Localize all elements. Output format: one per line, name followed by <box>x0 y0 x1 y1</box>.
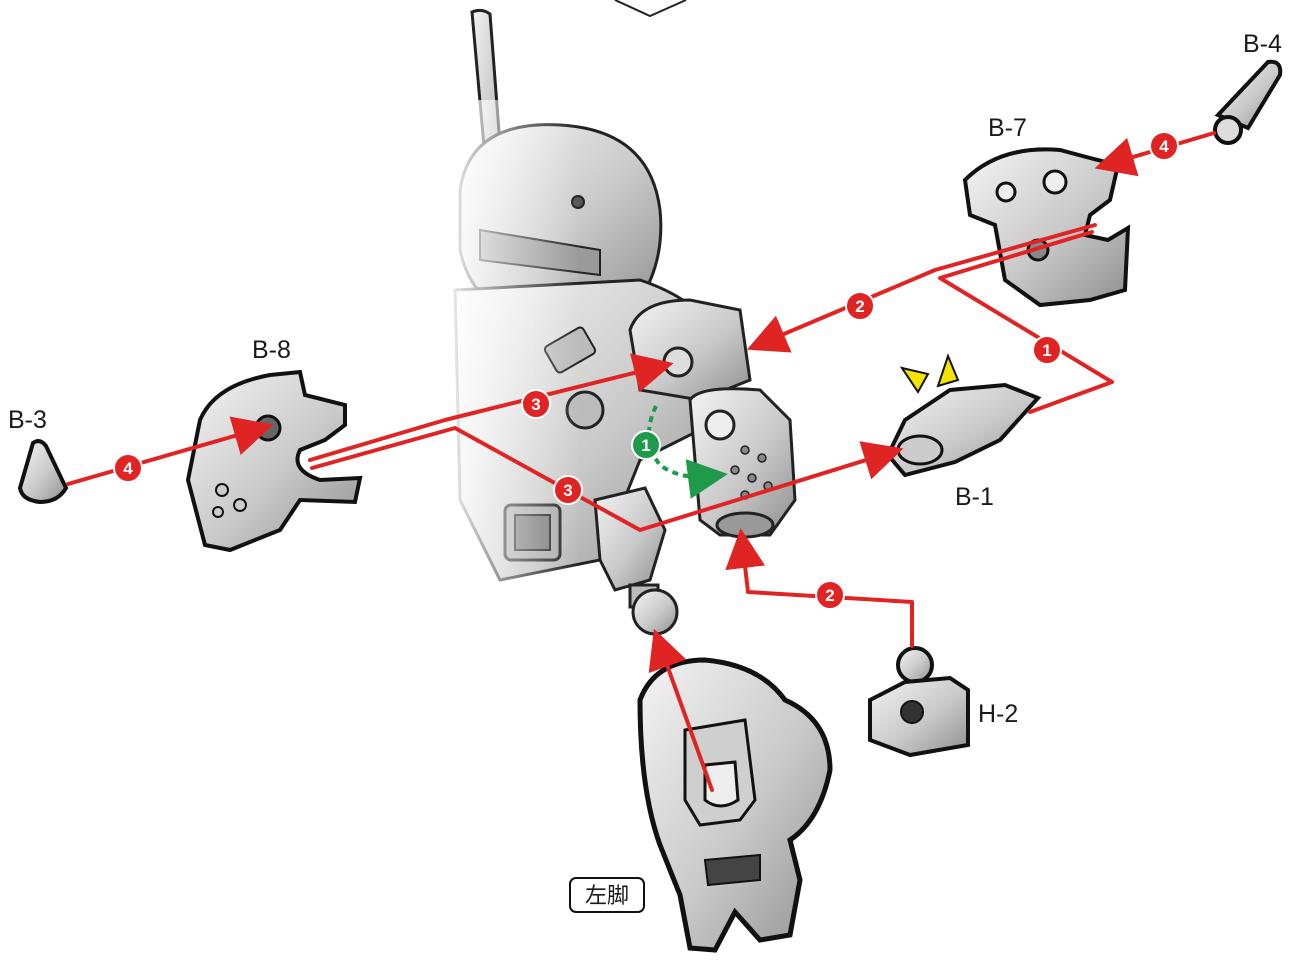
part-h2 <box>870 648 968 755</box>
caption-text: 左脚 <box>585 883 629 908</box>
hub-peg <box>664 348 692 376</box>
thigh-socket <box>717 513 773 537</box>
h2-hole <box>901 701 923 723</box>
step-badge-s3-lower: 3 <box>554 476 582 504</box>
knee-block <box>595 488 665 590</box>
step-number: 2 <box>855 297 864 316</box>
part-b4 <box>1215 62 1280 143</box>
b1-collar <box>898 436 942 464</box>
step-badge-s2-upper: 2 <box>846 292 874 320</box>
b8-hole <box>234 499 246 511</box>
part-b1 <box>888 356 1038 475</box>
step-number: 4 <box>1159 137 1169 156</box>
b4-peg <box>1215 117 1241 143</box>
step-number: 1 <box>1042 341 1051 360</box>
attention-mark <box>938 356 958 386</box>
step-number: 3 <box>563 481 572 500</box>
page-notch <box>615 0 686 16</box>
step-badge-s4-right: 4 <box>1150 132 1178 160</box>
b7-hole <box>1044 171 1066 193</box>
step-badge-s3-upper: 3 <box>522 390 550 418</box>
part-b3 <box>20 441 66 502</box>
left-leg <box>640 660 830 950</box>
leg-vent <box>705 855 760 885</box>
b7-hole <box>997 183 1015 201</box>
step-badge-s1-green: 1 <box>632 431 660 459</box>
step-number: 2 <box>825 586 834 605</box>
label-b1: B-1 <box>955 483 994 511</box>
step-badge-s1-red: 1 <box>1033 336 1061 364</box>
shoulder-hub <box>630 300 750 400</box>
caption-box: 左脚 <box>570 878 644 912</box>
thigh-ball <box>706 411 734 439</box>
label-h2: H-2 <box>978 700 1018 728</box>
label-b8: B-8 <box>252 336 291 364</box>
step-number: 4 <box>123 459 133 478</box>
h2-ball <box>898 648 932 682</box>
part-b7 <box>965 149 1128 305</box>
body-fade <box>440 100 580 620</box>
b7-shell <box>965 149 1128 305</box>
attention-mark <box>902 368 928 392</box>
knee-ball <box>633 590 677 634</box>
b8-hole <box>216 484 228 496</box>
step-number: 3 <box>531 395 540 414</box>
label-b7: B-7 <box>988 114 1027 142</box>
label-b4: B-4 <box>1243 30 1282 58</box>
step-badge-s2-lower: 2 <box>816 581 844 609</box>
step-badge-s4-left: 4 <box>114 454 142 482</box>
step-number: 1 <box>641 436 650 455</box>
label-b3: B-3 <box>8 406 47 434</box>
b8-hole <box>213 507 223 517</box>
